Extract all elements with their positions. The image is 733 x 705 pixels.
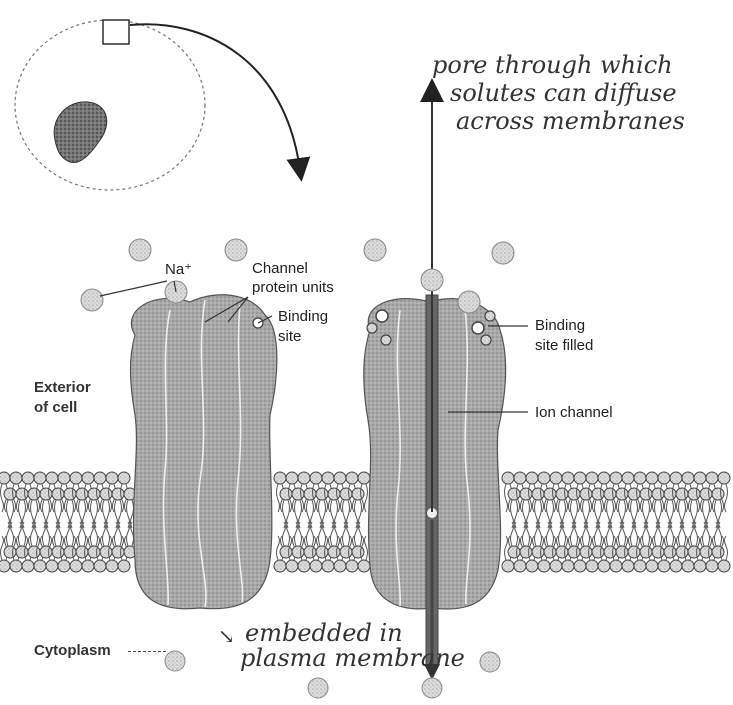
handwritten-embedded-note-2: plasma membrane: [240, 645, 465, 671]
binding-site-label-2: site: [278, 328, 301, 346]
cell-overview: [15, 20, 300, 190]
binding-filled-label-1: Binding: [535, 317, 585, 335]
exterior-label-2: of cell: [34, 399, 77, 417]
lipid-bilayer: [0, 472, 730, 572]
channel-units-label-2: protein units: [252, 279, 334, 297]
channel-protein-left: [130, 295, 276, 609]
handwritten-pore-note-3: across membranes: [456, 108, 685, 134]
exterior-label-1: Exterior: [34, 379, 91, 397]
handwritten-pore-note-2: solutes can diffuse: [450, 80, 677, 106]
cytoplasm-leader-line: [128, 651, 166, 652]
zoom-box: [103, 20, 129, 44]
channel-units-label-1: Channel: [252, 260, 308, 278]
handwritten-embedded-note-1: embedded in: [245, 620, 403, 646]
binding-site-label-1: Binding: [278, 308, 328, 326]
handwritten-pore-note-1: pore through which: [432, 52, 673, 78]
na-label: Na⁺: [165, 261, 192, 279]
handwritten-arrow-icon: ↘: [218, 623, 235, 649]
channel-protein-right: [364, 295, 506, 665]
zoom-arrow: [130, 24, 300, 170]
binding-filled-label-2: site filled: [535, 337, 593, 355]
cytoplasm-label: Cytoplasm: [34, 642, 111, 660]
ion-channel-label: Ion channel: [535, 404, 613, 422]
